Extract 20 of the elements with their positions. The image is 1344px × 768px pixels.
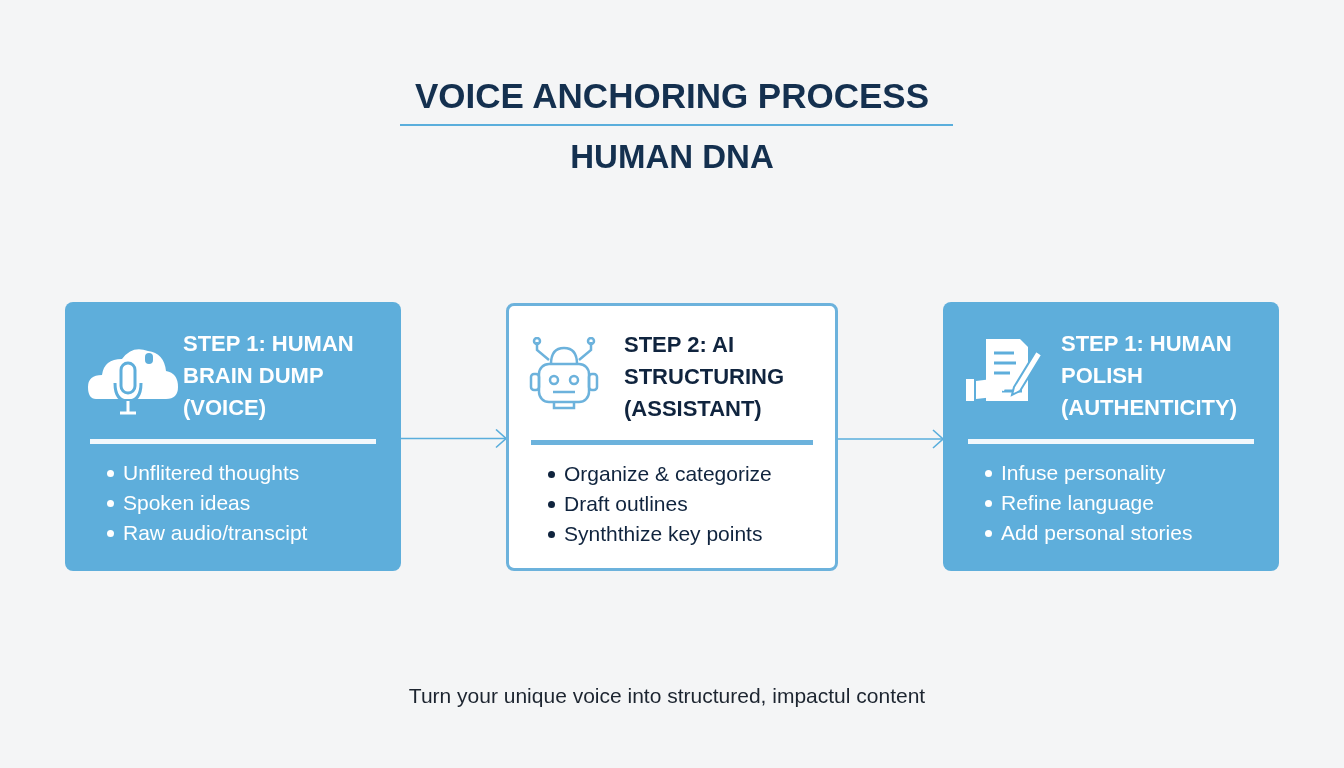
arrow bbox=[400, 428, 507, 449]
bullet-text: Organize & categorize bbox=[564, 461, 772, 487]
step-heading: STEP 1: HUMAN BRAIN DUMP (VOICE) bbox=[183, 330, 355, 422]
step-heading: STEP 1: HUMAN POLISH (AUTHENTICITY) bbox=[1061, 330, 1238, 422]
arrow bbox=[837, 429, 944, 449]
bullet-text: Infuse personality bbox=[1001, 460, 1166, 486]
step-card bbox=[943, 302, 1279, 571]
bullet-text: Synththize key points bbox=[564, 521, 763, 547]
title: VOICE ANCHORING PROCESS bbox=[413, 76, 930, 116]
step-heading: STEP 2: AI STRUCTURING (ASSISTANT) bbox=[624, 331, 786, 423]
step-card bbox=[65, 302, 401, 571]
bullet-text: Draft outlines bbox=[564, 491, 688, 517]
subtitle: HUMAN DNA bbox=[569, 138, 775, 176]
bullet-text: Unflitered thoughts bbox=[123, 460, 300, 486]
step-card bbox=[506, 303, 838, 571]
caption: Turn your unique voice into structured, impactul content bbox=[407, 684, 927, 708]
bullet-text: Raw audio/transcipt bbox=[123, 520, 308, 546]
bullet-text: Add personal stories bbox=[1001, 520, 1193, 546]
bullet-text: Refine language bbox=[1001, 490, 1154, 516]
bullet-text: Spoken ideas bbox=[123, 490, 251, 516]
